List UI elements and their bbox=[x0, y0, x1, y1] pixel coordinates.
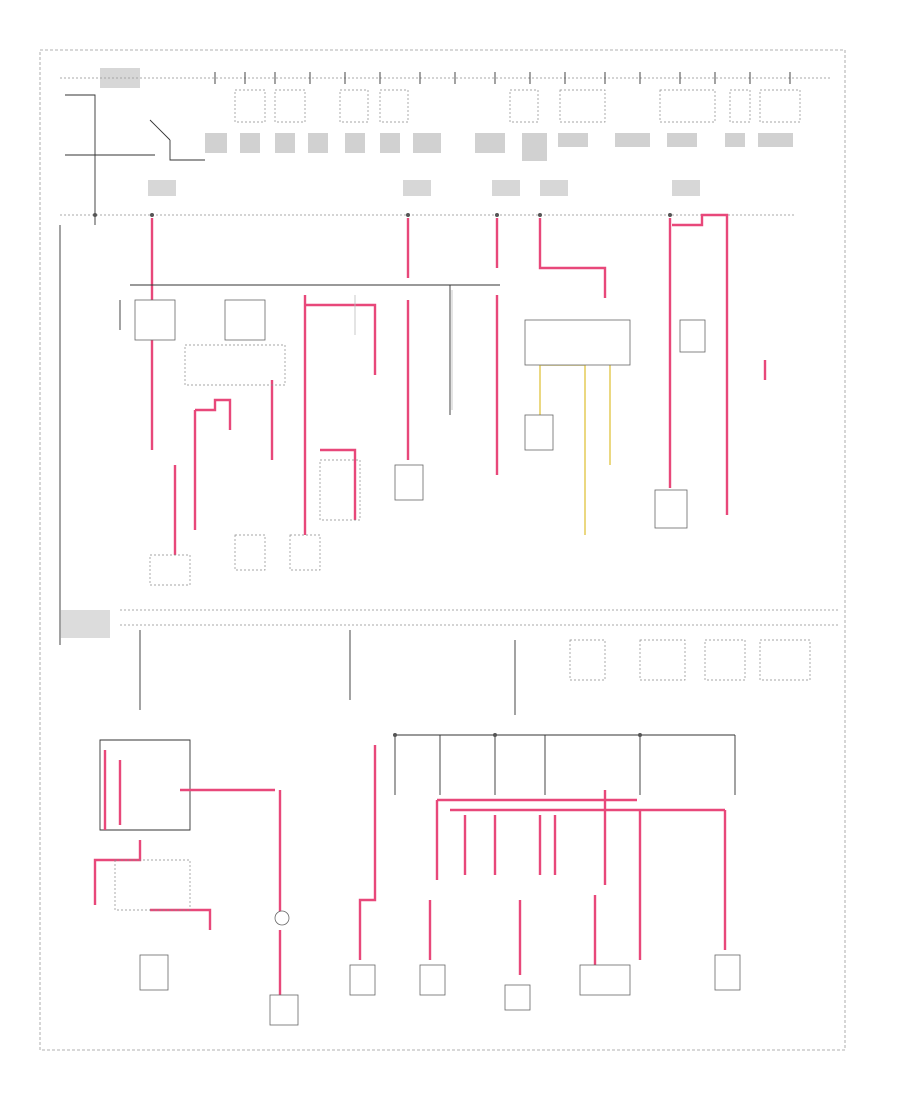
fuse-ticks-top bbox=[214, 72, 791, 84]
relay-boxes-top bbox=[234, 89, 801, 123]
mid-bus bbox=[60, 609, 840, 715]
module-box bbox=[679, 319, 706, 353]
module-box bbox=[139, 954, 169, 991]
module-box bbox=[134, 299, 176, 341]
upper-components bbox=[134, 299, 706, 586]
module-box bbox=[524, 414, 554, 451]
lower-components bbox=[114, 859, 741, 1026]
module-box bbox=[349, 964, 376, 996]
module-box bbox=[654, 489, 688, 529]
module-box bbox=[524, 319, 631, 366]
module-box bbox=[714, 954, 741, 991]
component-symbol bbox=[274, 910, 290, 926]
fuse-label-placeholders bbox=[100, 68, 793, 196]
module-box bbox=[579, 964, 631, 996]
module-box bbox=[504, 984, 531, 1011]
module-box bbox=[419, 964, 446, 996]
diagram-frame bbox=[39, 49, 846, 1051]
lower-power-wires bbox=[93, 734, 736, 1020]
upper-power-wires bbox=[59, 213, 767, 645]
module-box bbox=[269, 994, 299, 1026]
module-box bbox=[394, 464, 424, 501]
module-box bbox=[224, 299, 266, 341]
connectors bbox=[93, 213, 672, 737]
top-fuse-block bbox=[60, 68, 830, 225]
